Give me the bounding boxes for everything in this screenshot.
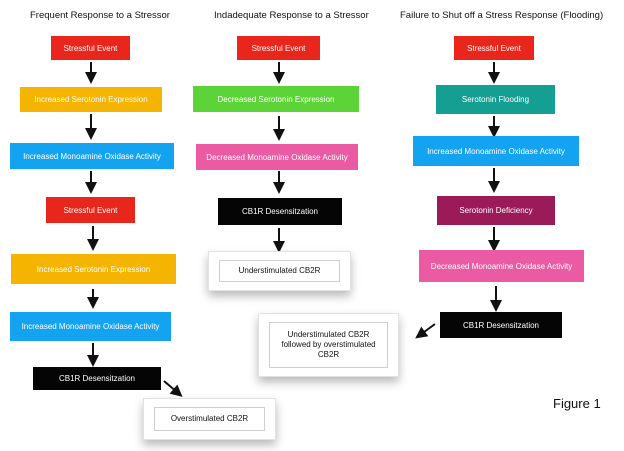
c1-step-stressful-event-2: Stressful Event: [46, 197, 135, 223]
column-3-title: Failure to Shut off a Stress Response (F…: [400, 10, 604, 21]
arrow-c1-7: [163, 380, 183, 397]
c1-step-increased-mao: Increased Monoamine Oxidase Activity: [10, 143, 174, 169]
c1-step-cb1r-desensitization: CB1R Desensitzation: [33, 367, 161, 390]
c3-outcome-label: Understimulated CB2R followed by oversti…: [269, 322, 388, 368]
c3-step-cb1r-desensitization: CB1R Desensitzation: [440, 312, 562, 338]
c3-step-stressful-event: Stressful Event: [454, 36, 534, 60]
c2-step-stressful-event: Stressful Event: [237, 36, 320, 60]
c2-step-decreased-mao: Decreased Monoamine Oxidase Activity: [196, 144, 358, 170]
c1-step-increased-mao-2: Increased Monoamine Oxidase Activity: [10, 312, 171, 341]
c3-step-serotonin-flooding: Serotonin Flooding: [436, 85, 555, 114]
arrow-c3-6: [415, 323, 436, 339]
c1-step-increased-serotonin: Increased Serotonin Expression: [20, 87, 162, 112]
figure-label: Figure 1: [553, 396, 601, 411]
c2-step-decreased-serotonin: Decreased Serotonin Expression: [193, 86, 359, 112]
c3-step-serotonin-deficiency: Serotonin Deficiency: [437, 196, 555, 225]
column-2-title: Indadequate Response to a Stressor: [214, 10, 369, 21]
c1-outcome-card: Overstimulated CB2R: [143, 398, 276, 440]
c1-step-increased-serotonin-2: Increased Serotonin Expression: [11, 254, 176, 284]
c3-outcome-card: Understimulated CB2R followed by oversti…: [258, 313, 399, 377]
c2-outcome-card: Understimulated CB2R: [208, 251, 351, 291]
c2-outcome-label: Understimulated CB2R: [219, 260, 340, 282]
column-1-title: Frequent Response to a Stressor: [30, 10, 170, 21]
c1-outcome-label: Overstimulated CB2R: [154, 407, 265, 431]
c1-step-stressful-event: Stressful Event: [51, 36, 130, 60]
c3-step-increased-mao: Increased Monoamine Oxidase Activity: [413, 136, 579, 166]
c3-step-decreased-mao: Decreased Monoamine Oxidase Activity: [419, 250, 584, 282]
c2-step-cb1r-desensitization: CB1R Desensitzation: [218, 198, 342, 225]
